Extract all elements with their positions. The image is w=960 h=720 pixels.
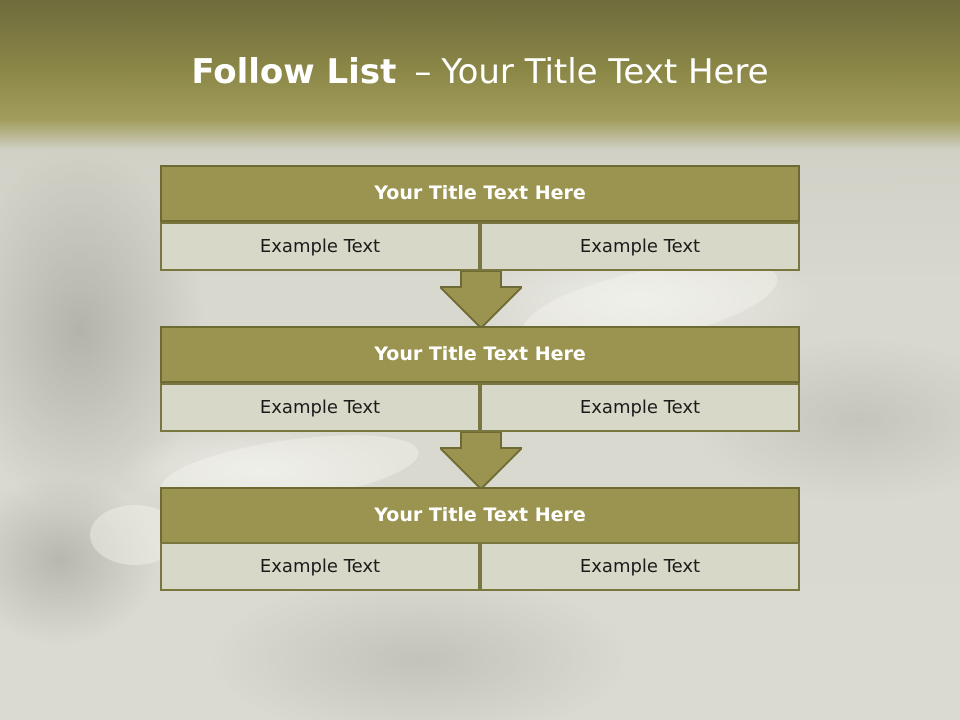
title-separator: –	[414, 52, 432, 92]
header-band	[0, 0, 960, 150]
block-cell-left: Example Text	[160, 222, 480, 271]
block-cell-right: Example Text	[480, 542, 800, 591]
block-cell-right: Example Text	[480, 383, 800, 432]
block-title: Your Title Text Here	[160, 326, 800, 383]
block-cell-left: Example Text	[160, 542, 480, 591]
block-cell-right: Example Text	[480, 222, 800, 271]
down-arrow-icon	[440, 432, 522, 490]
block-cell-left: Example Text	[160, 383, 480, 432]
title-rest: Your Title Text Here	[441, 52, 769, 92]
down-arrow-icon	[440, 271, 522, 329]
block-title: Your Title Text Here	[160, 165, 800, 222]
title-bold-part: Follow List	[191, 52, 397, 92]
block-title: Your Title Text Here	[160, 487, 800, 544]
slide-title: Follow List–Your Title Text Here	[0, 52, 960, 92]
